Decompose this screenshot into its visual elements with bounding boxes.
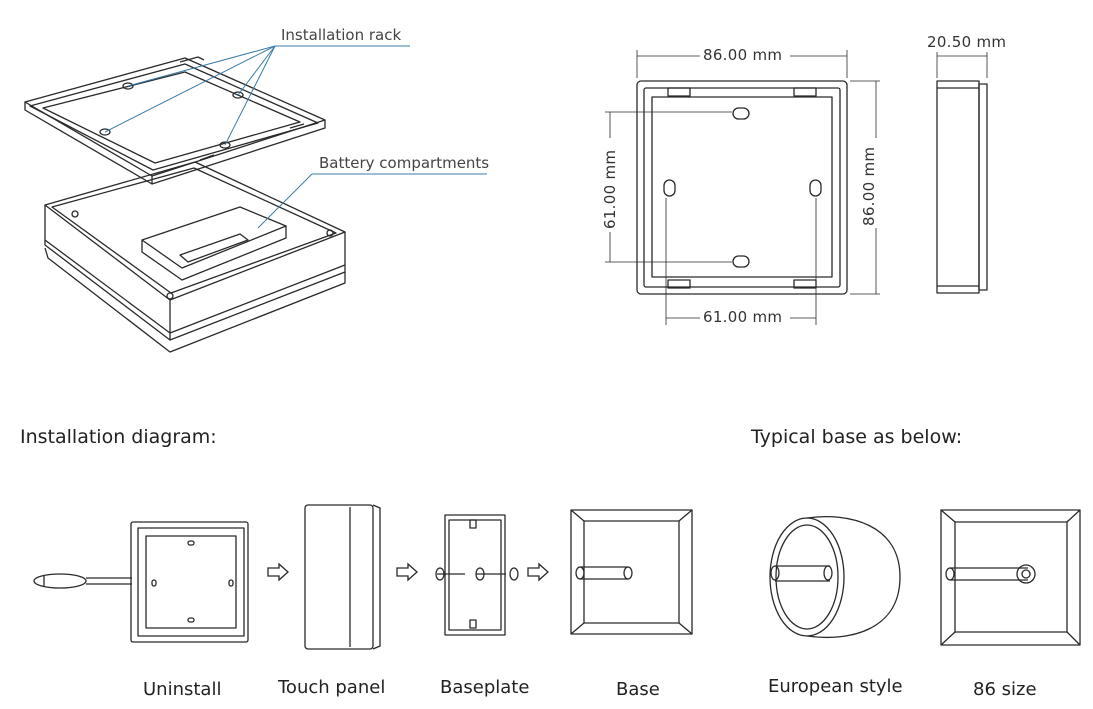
step-touch-panel-caption: Touch panel bbox=[278, 677, 386, 698]
step-base-caption: Base bbox=[616, 679, 660, 700]
callout-leaders bbox=[104, 45, 487, 229]
uninstall-drawing bbox=[33, 521, 249, 643]
arrow-icon bbox=[396, 562, 418, 582]
battery-compartments-callout: Battery compartments bbox=[319, 154, 490, 172]
european-style-caption: European style bbox=[768, 676, 903, 697]
touch-panel-drawing bbox=[304, 504, 381, 650]
depth-dimension: 20.50 mm bbox=[927, 33, 1007, 51]
width-dimension: 86.00 mm bbox=[703, 46, 783, 64]
installation-rack-drawing bbox=[24, 56, 326, 185]
side-view-drawing bbox=[936, 80, 988, 294]
height-dimension: 86.00 mm bbox=[860, 146, 878, 226]
installation-diagram-heading: Installation diagram: bbox=[20, 426, 217, 448]
step-baseplate-caption: Baseplate bbox=[440, 677, 530, 698]
base-step-drawing bbox=[570, 509, 693, 635]
arrow-icon bbox=[267, 562, 289, 582]
european-base-drawing bbox=[769, 516, 901, 639]
step-arrows bbox=[267, 562, 549, 582]
hole-spacing-horizontal-dimension: 61.00 mm bbox=[703, 308, 783, 326]
step-uninstall-caption: Uninstall bbox=[143, 679, 222, 700]
size86-caption: 86 size bbox=[973, 679, 1037, 700]
arrow-icon bbox=[527, 562, 549, 582]
hole-spacing-vertical-dimension: 61.00 mm bbox=[601, 149, 619, 229]
baseplate-drawing bbox=[435, 514, 519, 636]
front-view-drawing bbox=[636, 80, 848, 295]
typical-base-heading: Typical base as below: bbox=[751, 426, 963, 448]
installation-rack-callout: Installation rack bbox=[281, 26, 402, 44]
size86-base-drawing bbox=[940, 509, 1081, 646]
dimension-lines bbox=[605, 50, 988, 325]
base-box-drawing bbox=[44, 161, 346, 353]
